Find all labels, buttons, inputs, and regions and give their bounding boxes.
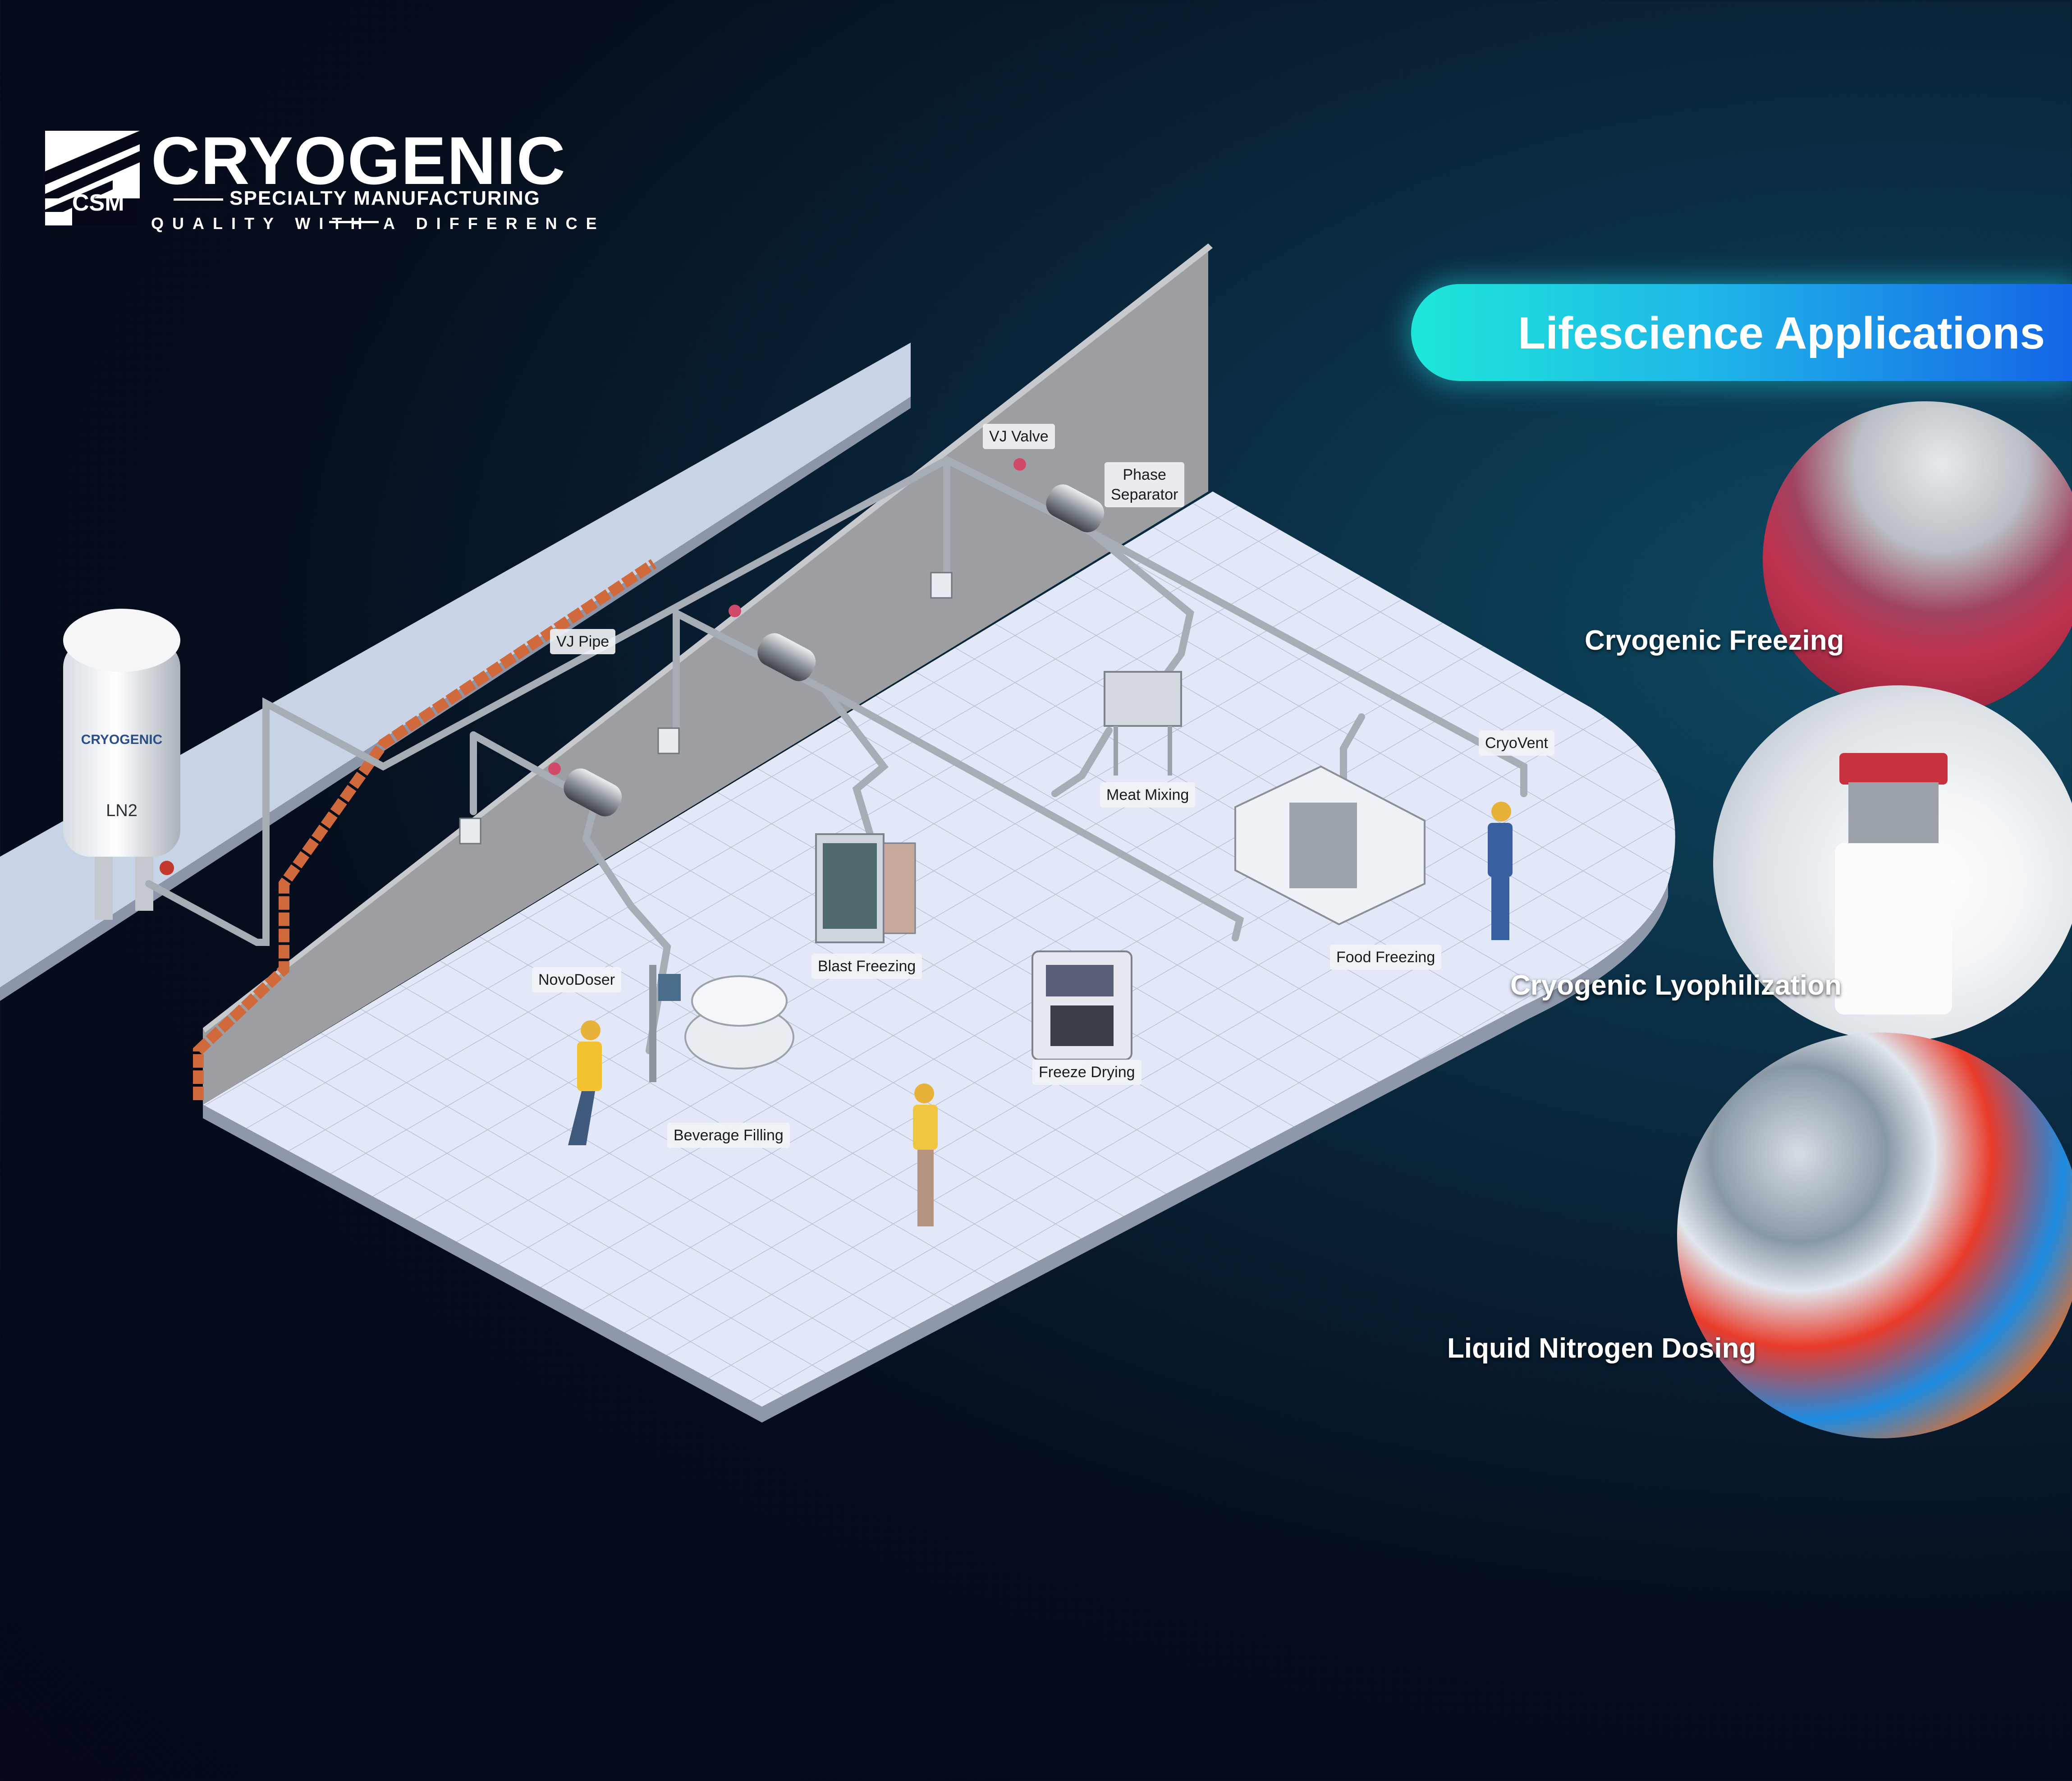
worker-right bbox=[1488, 802, 1513, 940]
meat-mixer bbox=[1104, 671, 1182, 776]
banner-title: Lifescience Applications bbox=[1518, 308, 2045, 358]
lifescience-banner: Lifescience Applications bbox=[1411, 284, 2072, 381]
worker-center bbox=[913, 1083, 938, 1226]
control-boxes bbox=[459, 572, 953, 845]
freeze-dryer bbox=[1031, 950, 1132, 1060]
callout-meat-mixing: Meat Mixing bbox=[1100, 782, 1196, 808]
phase-separators bbox=[564, 484, 1105, 817]
callout-phase-separator: Phase Separator bbox=[1105, 462, 1185, 508]
brick-strip bbox=[193, 559, 657, 1100]
callout-food-freezing: Food Freezing bbox=[1330, 945, 1442, 970]
tank-label-text: LN2 bbox=[106, 801, 138, 820]
vj-valves bbox=[548, 458, 1026, 775]
outdoor-slab bbox=[0, 343, 911, 987]
blast-freezer bbox=[815, 833, 916, 943]
tank-brand-text: CRYOGENIC bbox=[81, 732, 163, 747]
logo-tagline: QUALITY WITH A DIFFERENCE bbox=[151, 214, 605, 233]
callout-vj-valve: VJ Valve bbox=[983, 424, 1055, 450]
beverage-filler bbox=[649, 965, 794, 1082]
back-wall bbox=[203, 243, 1208, 1105]
csm-logo-mark-icon bbox=[45, 131, 140, 225]
floor-tiles bbox=[203, 491, 1675, 1407]
logo-csm-text: CSM bbox=[72, 190, 124, 216]
beverage-cans-photo-icon bbox=[1677, 1033, 2072, 1438]
frozen-berries-photo-icon bbox=[1763, 401, 2072, 717]
company-logo: CSM CRYOGENIC SPECIALTY MANUFACTURING QU… bbox=[45, 123, 605, 234]
logo-subtitle: SPECIALTY MANUFACTURING bbox=[151, 187, 557, 232]
callout-beverage-filling: Beverage Filling bbox=[667, 1123, 790, 1148]
ln2-tank bbox=[63, 609, 180, 920]
callout-novodoser: NovoDoser bbox=[532, 967, 622, 993]
workers bbox=[568, 802, 1513, 1226]
app-label-cryogenic-lyophilization: Cryogenic Lyophilization bbox=[1510, 970, 1842, 1001]
back-wall-top bbox=[203, 243, 1213, 1033]
callout-vj-pipe: VJ Pipe bbox=[550, 629, 616, 655]
logo-title: CRYOGENIC bbox=[151, 123, 566, 198]
app-label-cryogenic-freezing: Cryogenic Freezing bbox=[1585, 625, 1844, 656]
app-label-liquid-nitrogen-dosing: Liquid Nitrogen Dosing bbox=[1447, 1333, 1756, 1364]
callout-freeze-drying: Freeze Drying bbox=[1032, 1060, 1141, 1085]
callout-cryovent: CryoVent bbox=[1479, 730, 1554, 756]
worker-left bbox=[568, 1020, 602, 1145]
callout-blast-freezing: Blast Freezing bbox=[811, 954, 922, 979]
vial-photo-icon bbox=[1713, 685, 2072, 1042]
food-freezer bbox=[1234, 765, 1426, 926]
